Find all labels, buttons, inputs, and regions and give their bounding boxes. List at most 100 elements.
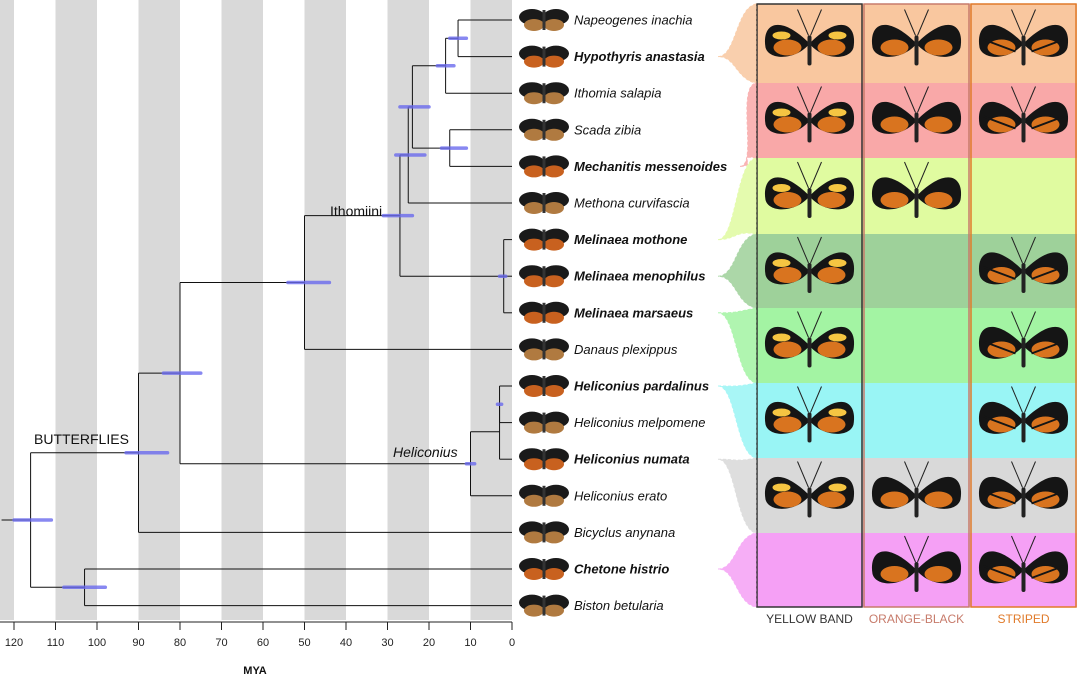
axis-tick-label: 120 — [5, 637, 23, 649]
butterfly-image — [764, 386, 855, 443]
species-name: Scada zibia — [574, 122, 641, 137]
wing-pattern-panel — [756, 3, 1077, 608]
species-thumbnail — [519, 448, 569, 471]
species-thumbnail — [519, 338, 569, 361]
butterfly-image — [871, 86, 962, 143]
species-name: Melinaea mothone — [574, 232, 687, 247]
species-thumbnail — [519, 301, 569, 324]
species-connector — [717, 457, 757, 534]
butterfly-image — [978, 236, 1069, 293]
species-connectors — [717, 3, 757, 608]
butterfly-image — [978, 86, 1069, 143]
butterfly-image — [764, 461, 855, 518]
axis-tick-label: 60 — [257, 637, 269, 649]
species-name: Ithomia salapia — [574, 86, 661, 101]
time-band — [0, 0, 14, 620]
butterfly-image — [764, 311, 855, 368]
time-band — [138, 0, 180, 620]
column-label: YELLOW BAND — [766, 612, 853, 626]
species-thumbnail — [519, 558, 569, 580]
column-label: ORANGE-BLACK — [869, 612, 964, 626]
axis-tick-label: 100 — [88, 637, 106, 649]
butterfly-image — [978, 311, 1069, 368]
axis-tick-label: 20 — [423, 637, 435, 649]
species-thumbnail — [519, 45, 569, 68]
time-band — [387, 0, 429, 620]
axis-tick-label: 10 — [464, 637, 476, 649]
species-connector — [717, 307, 757, 384]
species-name: Biston betularia — [574, 598, 664, 613]
axis-tick-label: 0 — [509, 637, 515, 649]
species-name: Heliconius pardalinus — [574, 379, 709, 394]
axis-title: MYA — [243, 665, 266, 677]
species-thumbnail — [519, 9, 569, 31]
species-thumbnail — [519, 82, 569, 105]
species-connector — [717, 382, 757, 459]
species-name: Heliconius melpomene — [574, 415, 706, 430]
species-connector — [717, 233, 757, 309]
time-band — [221, 0, 263, 620]
axis-tick-label: 30 — [381, 637, 393, 649]
species-connector — [717, 3, 757, 84]
time-band — [55, 0, 97, 620]
species-thumbnail — [519, 155, 569, 178]
species-connector — [717, 157, 757, 241]
butterfly-image — [764, 161, 855, 218]
species-thumbnail — [519, 521, 569, 544]
species-name: Heliconius erato — [574, 488, 667, 503]
axis-tick-label: 70 — [215, 637, 227, 649]
column-labels: YELLOW BAND ORANGE-BLACK STRIPED — [766, 612, 1050, 626]
time-band — [304, 0, 346, 620]
clade-label-heliconius: Heliconius — [393, 444, 458, 460]
species-thumbnail — [519, 411, 569, 434]
species-thumbnail — [519, 265, 569, 288]
time-bands — [0, 0, 512, 620]
clade-label-butterflies: BUTTERFLIES — [34, 431, 129, 447]
butterfly-image — [978, 386, 1069, 443]
butterfly-image — [764, 86, 855, 143]
clade-label-ithomiini: Ithomiini — [330, 203, 382, 219]
axis-tick-label: 50 — [298, 637, 310, 649]
axis-tick-label: 40 — [340, 637, 352, 649]
species-thumbnails — [519, 9, 569, 617]
butterfly-image — [764, 236, 855, 293]
species-name: Chetone histrio — [574, 562, 669, 577]
species-name: Napeogenes inachia — [574, 13, 693, 28]
species-name: Heliconius numata — [574, 452, 690, 467]
divergence-error-bars — [12, 36, 508, 590]
butterfly-image — [764, 9, 855, 66]
pattern-column-outline — [863, 3, 970, 608]
species-thumbnail — [519, 192, 569, 214]
species-name: Bicyclus anynana — [574, 525, 675, 540]
column-label: STRIPED — [997, 612, 1049, 626]
butterfly-image — [978, 9, 1069, 66]
axis-tick-label: 90 — [132, 637, 144, 649]
species-name: Melinaea marsaeus — [574, 305, 693, 320]
butterfly-image — [871, 535, 962, 592]
pattern-column-outline — [756, 3, 863, 608]
pattern-column-outline — [970, 3, 1077, 608]
species-connector — [739, 82, 757, 167]
time-band — [470, 0, 512, 620]
species-connector — [717, 532, 757, 608]
butterfly-image — [871, 461, 962, 518]
species-name: Hypothyris anastasia — [574, 49, 705, 64]
axis-tick-label: 110 — [47, 637, 65, 649]
butterfly-image — [978, 461, 1069, 518]
species-name: Mechanitis messenoides — [574, 159, 727, 174]
axis-tick-label: 80 — [174, 637, 186, 649]
butterfly-image — [871, 9, 962, 66]
species-thumbnail — [519, 484, 569, 507]
butterfly-image — [871, 161, 962, 218]
species-thumbnail — [519, 594, 569, 617]
species-name: Danaus plexippus — [574, 342, 678, 357]
species-thumbnail — [519, 118, 569, 141]
species-thumbnail — [519, 228, 569, 251]
species-thumbnail — [519, 375, 569, 397]
butterfly-image — [978, 535, 1069, 592]
clade-labels: BUTTERFLIES Ithomiini Heliconius — [34, 203, 458, 460]
species-name: Methona curvifascia — [574, 196, 690, 211]
